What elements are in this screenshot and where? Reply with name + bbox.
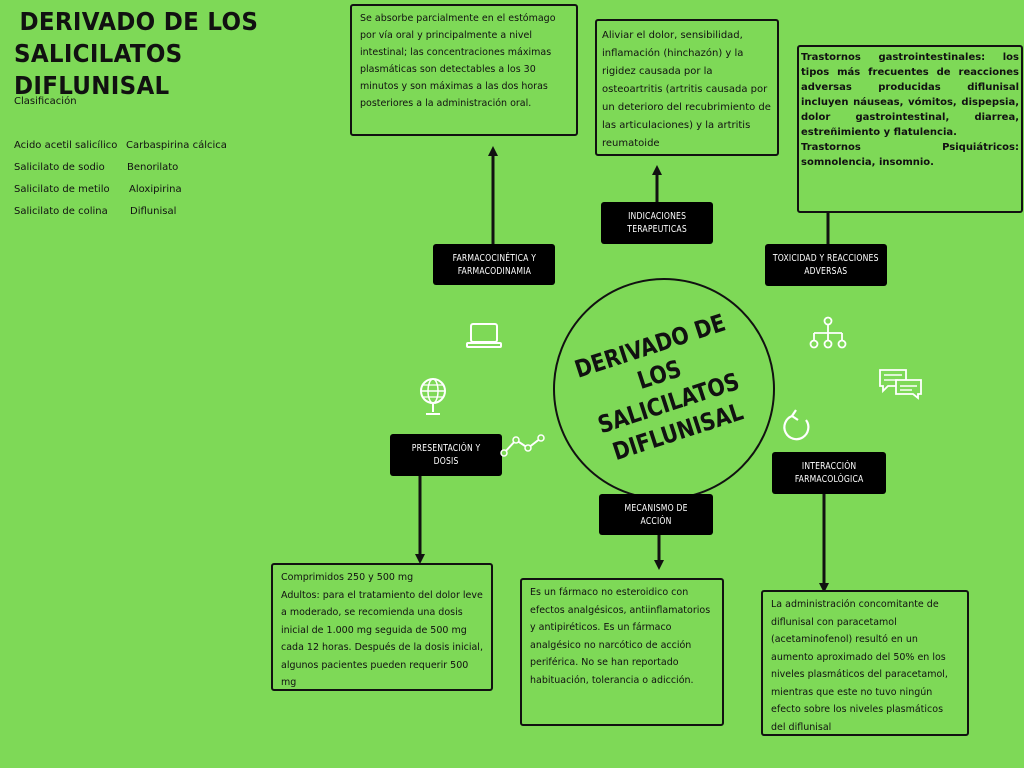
label-line: INTERACCIÓN	[801, 461, 857, 472]
label-interaccion: INTERACCIÓN FARMACOLÓGICA	[772, 452, 886, 494]
classification-row: Acido acetil salicílico Carbaspirina cál…	[14, 140, 227, 151]
label-line: TOXICIDAD Y REACCIONES	[773, 253, 879, 264]
hierarchy-icon	[809, 316, 847, 349]
presentacion-text-2: Adultos: para el tratamiento del dolor l…	[281, 589, 483, 689]
classification-left: Acido acetil salicílico	[14, 140, 118, 151]
classification-right: Carbaspirina cálcica	[126, 140, 227, 151]
classification-row: Salicilato de metilo Aloxipirina	[14, 184, 182, 195]
chat-bubbles-icon	[879, 369, 922, 400]
refresh-icon	[783, 409, 810, 441]
classification-right: Aloxipirina	[129, 184, 182, 195]
box-presentacion: Comprimidos 250 y 500 mg Adultos: para e…	[271, 563, 493, 691]
label-presentacion: PRESENTACIÓN Y DOSIS	[390, 434, 502, 476]
box-toxicidad: Trastornos gastrointestinales: los tipos…	[797, 45, 1023, 213]
classification-row: Salicilato de colina Diflunisal	[14, 206, 176, 217]
label-line: INDICACIONES	[627, 211, 687, 222]
label-line: TERAPEUTICAS	[627, 224, 687, 235]
classification-left: Salicilato de sodio	[14, 162, 105, 173]
box-indicaciones: Aliviar el dolor, sensibilidad, inflamac…	[595, 19, 779, 156]
classification-row: Salicilato de sodio Benorilato	[14, 162, 178, 173]
label-line: FARMACODINAMIA	[457, 265, 531, 277]
box-mecanismo: Es un fármaco no esteroidico con efectos…	[520, 578, 724, 726]
label-line: MECANISMO DE	[624, 502, 688, 514]
label-line: FARMACOCINÉTICA Y	[452, 252, 536, 264]
label-line: ADVERSAS	[804, 266, 848, 277]
label-line: FARMACOLÓGICA	[794, 474, 864, 485]
classification-right: Benorilato	[127, 162, 179, 173]
label-line: PRESENTACIÓN Y	[411, 443, 481, 454]
indicaciones-text: Aliviar el dolor, sensibilidad, inflamac…	[602, 30, 771, 149]
label-line: DOSIS	[433, 456, 459, 467]
mecanismo-text: Es un fármaco no esteroidico con efectos…	[530, 587, 711, 686]
title-line-1: DERIVADO DE LOS	[19, 7, 259, 36]
toxicidad-text-1: Trastornos gastrointestinales: los tipos…	[801, 52, 1019, 138]
toxicidad-text-2: Trastornos Psiquiátricos: somnolencia, i…	[801, 142, 1019, 168]
line-graph-icon	[500, 434, 545, 457]
presentacion-text-1: Comprimidos 250 y 500 mg	[281, 572, 414, 583]
box-interaccion: La administración concomitante de diflun…	[761, 590, 969, 736]
box-farmacocinetica: Se absorbe parcialmente en el estómago p…	[350, 4, 578, 136]
interaccion-text: La administración concomitante de diflun…	[771, 599, 948, 733]
globe-icon	[420, 378, 446, 415]
page-title: DERIVADO DE LOS SALICILATOS DIFLUNISAL	[14, 6, 290, 102]
classification-left: Salicilato de colina	[14, 206, 108, 217]
label-toxicidad: TOXICIDAD Y REACCIONES ADVERSAS	[765, 244, 887, 286]
title-line-2: SALICILATOS DIFLUNISAL	[14, 39, 183, 100]
classification-right: Diflunisal	[130, 206, 177, 217]
farmacocinetica-text: Se absorbe parcialmente en el estómago p…	[360, 13, 556, 109]
label-indicaciones: INDICACIONES TERAPEUTICAS	[601, 202, 713, 244]
classification-left: Salicilato de metilo	[14, 184, 110, 195]
label-line: ACCIÓN	[640, 515, 672, 527]
classification-heading: Clasificación	[14, 96, 77, 107]
laptop-icon	[466, 323, 502, 348]
